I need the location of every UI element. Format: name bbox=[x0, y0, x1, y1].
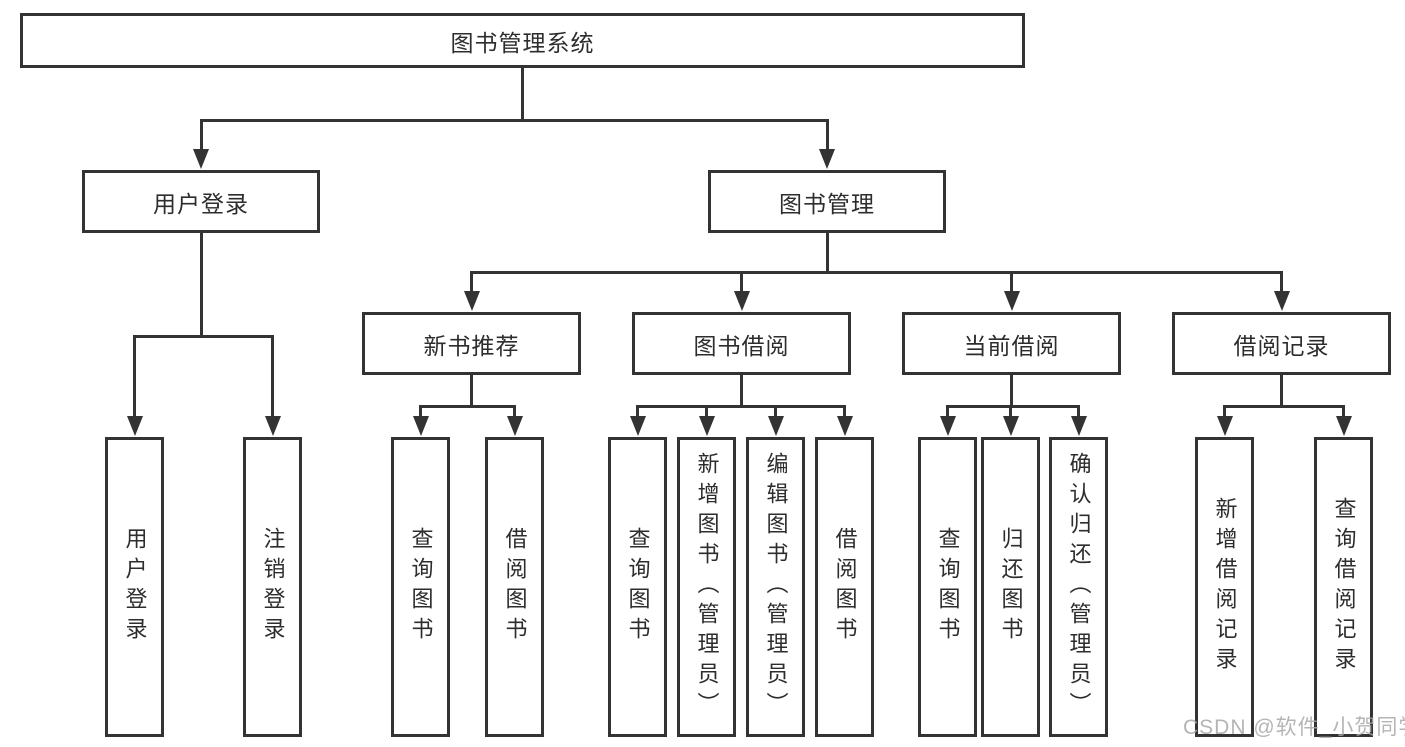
connector-arrow-stem bbox=[271, 336, 274, 418]
connector-arrow-stem bbox=[1342, 406, 1345, 418]
connector-arrow-stem bbox=[513, 406, 516, 418]
connector-hline bbox=[199, 118, 829, 122]
connector-arrow-stem bbox=[740, 272, 743, 293]
arrowhead-down-icon bbox=[1335, 416, 1352, 436]
arrowhead-down-icon bbox=[1002, 416, 1019, 436]
arrowhead-down-icon bbox=[1216, 416, 1233, 436]
leaf-borrow-books-borrowing: 借阅图书 bbox=[815, 437, 874, 737]
node-user-login: 用户登录 bbox=[82, 170, 320, 233]
arrowhead-down-icon bbox=[939, 416, 956, 436]
leaf-label: 新增图书（管理员） bbox=[694, 452, 720, 722]
leaf-user-login: 用户登录 bbox=[105, 437, 164, 737]
connector-arrow-stem bbox=[636, 406, 639, 418]
leaf-logout: 注销登录 bbox=[243, 437, 302, 737]
leaf-query-books-borrowing: 查询图书 bbox=[608, 437, 667, 737]
connector-arrow-stem bbox=[1077, 406, 1080, 418]
connector-hline bbox=[470, 270, 1283, 274]
leaf-label: 注销登录 bbox=[260, 527, 286, 647]
connector-vline bbox=[1280, 375, 1283, 408]
leaf-label: 查询图书 bbox=[408, 527, 434, 647]
connector-hline bbox=[636, 404, 846, 408]
connector-arrow-stem bbox=[774, 406, 777, 418]
connector-vline bbox=[199, 233, 203, 338]
connector-arrow-stem bbox=[705, 406, 708, 418]
leaf-label: 确认归还（管理员） bbox=[1066, 452, 1092, 722]
leaf-query-books-current: 查询图书 bbox=[918, 437, 977, 737]
node-book-management: 图书管理 bbox=[708, 170, 946, 233]
leaf-return-books: 归还图书 bbox=[981, 437, 1040, 737]
node-label: 用户登录 bbox=[153, 190, 249, 217]
connector-hline bbox=[133, 334, 274, 338]
leaf-confirm-return-admin: 确认归还（管理员） bbox=[1049, 437, 1108, 737]
connector-arrow-stem bbox=[1223, 406, 1226, 418]
arrowhead-down-icon bbox=[193, 149, 209, 169]
arrowhead-down-icon bbox=[767, 416, 784, 436]
node-current-borrowing: 当前借阅 bbox=[902, 312, 1121, 375]
node-label: 图书管理 bbox=[779, 190, 875, 217]
arrowhead-down-icon bbox=[836, 416, 853, 436]
leaf-borrow-books-recommend: 借阅图书 bbox=[485, 437, 544, 737]
node-borrowing-records: 借阅记录 bbox=[1172, 312, 1391, 375]
connector-arrow-stem bbox=[470, 272, 473, 293]
connector-vline bbox=[521, 68, 524, 122]
node-book-borrowing: 图书借阅 bbox=[632, 312, 851, 375]
connector-arrow-stem bbox=[1010, 272, 1013, 293]
connector-arrow-stem bbox=[133, 336, 136, 418]
leaf-label: 借阅图书 bbox=[502, 527, 528, 647]
leaf-query-borrow-record: 查询借阅记录 bbox=[1314, 437, 1373, 737]
connector-arrow-stem bbox=[946, 406, 949, 418]
arrowhead-down-icon bbox=[629, 416, 646, 436]
leaf-add-borrow-record: 新增借阅记录 bbox=[1195, 437, 1254, 737]
leaf-label: 查询图书 bbox=[935, 527, 961, 647]
connector-vline bbox=[825, 233, 829, 274]
arrowhead-down-icon bbox=[126, 416, 143, 436]
node-root-library-management-system: 图书管理系统 bbox=[20, 13, 1025, 68]
connector-arrow-stem bbox=[1009, 406, 1012, 418]
arrowhead-down-icon bbox=[1070, 416, 1087, 436]
node-label: 新书推荐 bbox=[423, 332, 520, 359]
connector-arrow-stem bbox=[843, 406, 846, 418]
arrowhead-down-icon bbox=[698, 416, 715, 436]
leaf-edit-books-admin: 编辑图书（管理员） bbox=[746, 437, 805, 737]
leaf-label: 借阅图书 bbox=[832, 527, 858, 647]
arrowhead-down-icon bbox=[264, 416, 281, 436]
connector-hline bbox=[419, 404, 516, 408]
arrowhead-down-icon bbox=[412, 416, 429, 436]
leaf-label: 新增借阅记录 bbox=[1212, 497, 1238, 677]
node-label: 借阅记录 bbox=[1233, 332, 1330, 359]
connector-hline bbox=[946, 404, 1080, 408]
arrowhead-down-icon bbox=[1273, 291, 1290, 311]
connector-vline bbox=[740, 375, 743, 408]
leaf-query-books-recommend: 查询图书 bbox=[391, 437, 450, 737]
connector-arrow-stem bbox=[419, 406, 422, 418]
connector-hline bbox=[1223, 404, 1345, 408]
arrowhead-down-icon bbox=[463, 291, 480, 311]
arrowhead-down-icon bbox=[1003, 291, 1020, 311]
connector-vline bbox=[470, 375, 473, 408]
connector-arrow-stem bbox=[199, 120, 203, 151]
leaf-label: 用户登录 bbox=[122, 527, 148, 647]
node-label: 当前借阅 bbox=[963, 332, 1060, 359]
leaf-label: 编辑图书（管理员） bbox=[763, 452, 789, 722]
csdn-watermark: CSDN @软件_小贺同学 bbox=[1183, 716, 1405, 739]
leaf-label: 归还图书 bbox=[998, 527, 1024, 647]
arrowhead-down-icon bbox=[819, 149, 835, 169]
arrowhead-down-icon bbox=[733, 291, 750, 311]
node-new-book-recommendation: 新书推荐 bbox=[362, 312, 581, 375]
connector-arrow-stem bbox=[825, 120, 829, 151]
arrowhead-down-icon bbox=[506, 416, 523, 436]
connector-vline bbox=[1010, 375, 1013, 408]
leaf-label: 查询借阅记录 bbox=[1331, 497, 1357, 677]
connector-arrow-stem bbox=[1280, 272, 1283, 293]
leaf-label: 查询图书 bbox=[625, 527, 651, 647]
leaf-add-books-admin: 新增图书（管理员） bbox=[677, 437, 736, 737]
node-label: 图书借阅 bbox=[693, 332, 790, 359]
node-label: 图书管理系统 bbox=[450, 29, 595, 56]
